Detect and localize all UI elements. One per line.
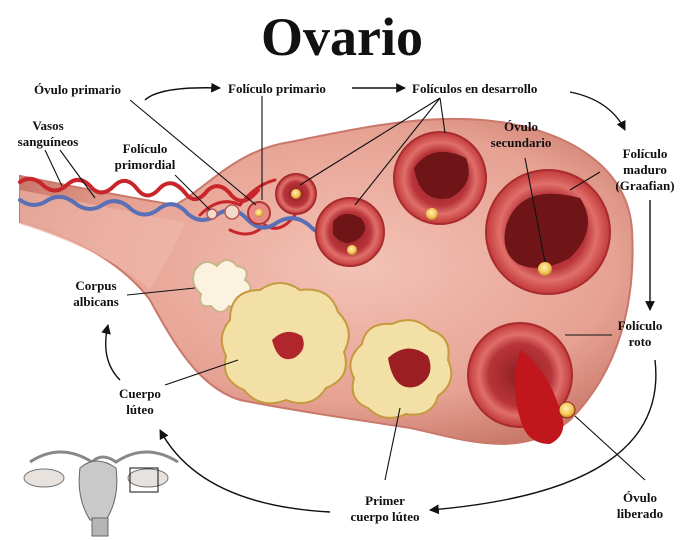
developing-follicle-3-ovum (426, 208, 438, 220)
label-foliculo-primordial-1: Folículo (123, 141, 168, 156)
label-corpus-albicans-1: Corpus (75, 278, 116, 293)
label-ovulo-primario: Óvulo primario (34, 82, 121, 97)
primordial-follicle (225, 205, 239, 219)
label-foliculo-primordial-2: primordial (115, 157, 176, 172)
label-foliculo-maduro-2: maduro (623, 162, 667, 177)
developing-follicle-2-ovum (347, 245, 357, 255)
arrow-developing-to-mature (570, 92, 625, 130)
label-cuerpo-luteo-1: Cuerpo (119, 386, 161, 401)
label-ovulo-liberado-1: Óvulo (623, 490, 657, 505)
leader-ovulo-liberado (575, 416, 645, 480)
label-vasos-2: sanguíneos (18, 134, 79, 149)
developing-follicle-1-ovum (291, 189, 301, 199)
label-vasos-1: Vasos (32, 118, 63, 133)
label-foliculo-maduro-1: Folículo (623, 146, 668, 161)
label-foliculo-roto-1: Folículo (618, 318, 663, 333)
primordial-follicle (207, 209, 217, 219)
arrow-cuerpo-to-corpus (106, 325, 120, 380)
label-ovulo-liberado-2: liberado (617, 506, 663, 521)
label-foliculo-maduro-3: (Graafian) (615, 178, 674, 193)
label-foliculo-primario: Folículo primario (228, 81, 326, 96)
secondary-ovum (538, 262, 552, 276)
arrow-primer-to-cuerpo (160, 430, 330, 512)
uterus-inset (24, 452, 178, 536)
arrow-primary-to-follicle (145, 88, 220, 100)
label-primer-cuerpo-1: Primer (365, 493, 405, 508)
label-foliculo-roto-2: roto (629, 334, 652, 349)
label-primer-cuerpo-2: cuerpo lúteo (351, 509, 420, 524)
diagram-title: Ovario (261, 7, 423, 67)
label-foliculos-desarrollo: Folículos en desarrollo (412, 81, 537, 96)
label-corpus-albicans-2: albicans (73, 294, 119, 309)
released-ovum (559, 402, 575, 418)
label-cuerpo-luteo-2: lúteo (126, 402, 153, 417)
label-ovulo-secundario-1: Óvulo (504, 119, 538, 134)
label-ovulo-secundario-2: secundario (491, 135, 552, 150)
primary-ovum (255, 209, 263, 217)
